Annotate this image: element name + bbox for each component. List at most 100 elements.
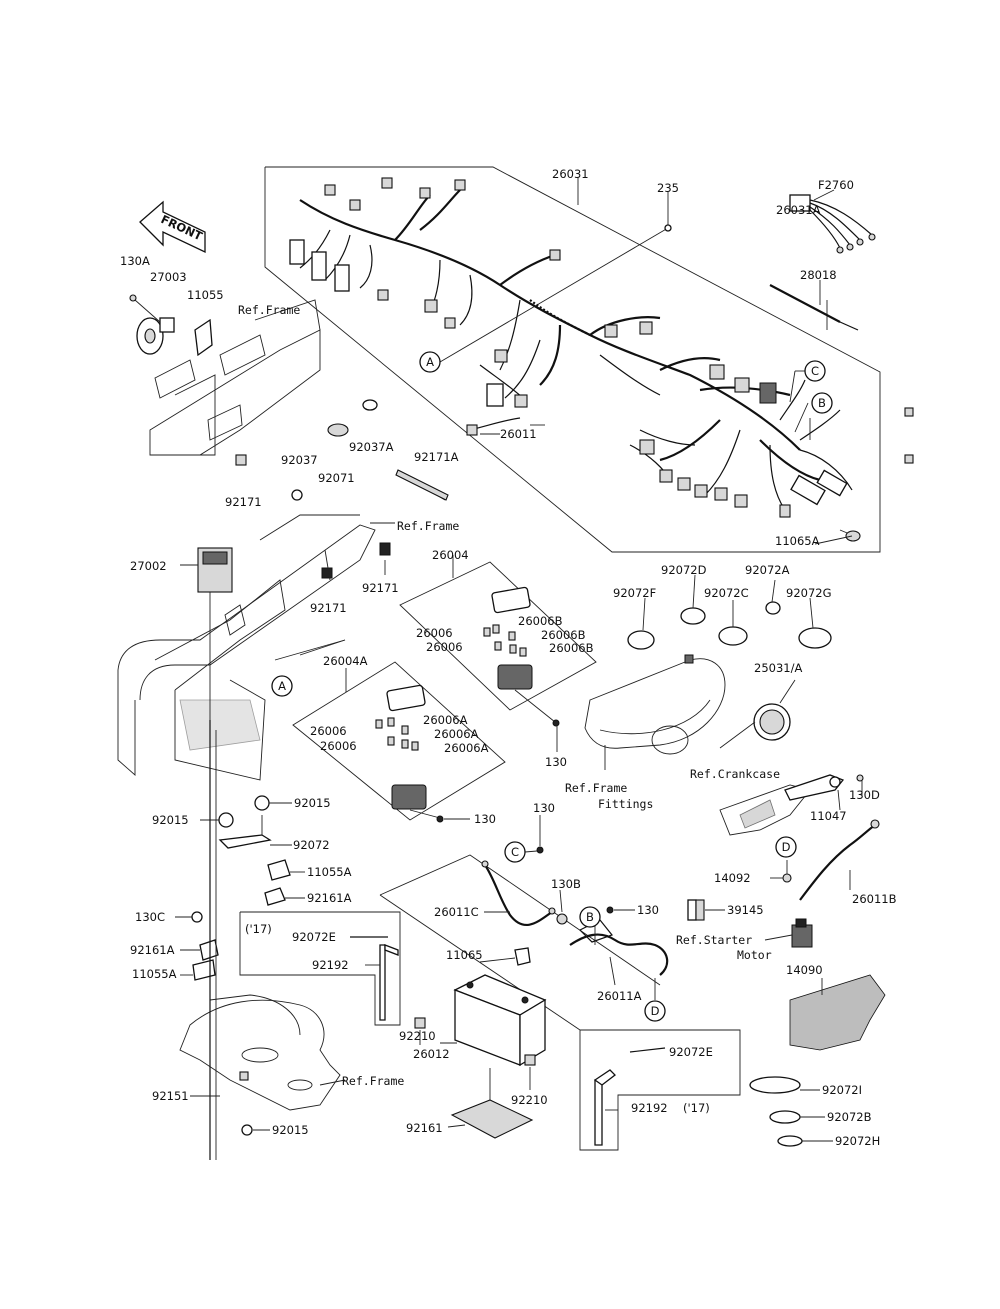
part-label: 26006B xyxy=(549,641,594,655)
callout-label: C xyxy=(811,364,819,378)
callout-C-circle xyxy=(804,360,826,382)
front-arrow-icon: FRONT xyxy=(139,200,206,254)
part-label: 92161 xyxy=(406,1121,443,1135)
callout-B-circle xyxy=(579,906,601,928)
part-label: 92037A xyxy=(349,440,394,454)
nut-icon xyxy=(218,812,234,828)
part-label: 92015 xyxy=(272,1123,309,1137)
part-label: 92171 xyxy=(310,601,347,615)
part-label: 26011A xyxy=(597,989,642,1003)
frame-lower-bracket xyxy=(175,720,346,1160)
starter-relay-area xyxy=(687,819,886,1051)
part-label: 130A xyxy=(120,254,150,268)
part-label: 11055A xyxy=(132,967,177,981)
part-label: 92161A xyxy=(130,943,175,957)
part-label: 235 xyxy=(657,181,679,195)
ref-label: Ref.Starter xyxy=(676,933,752,947)
part-label: 26011C xyxy=(434,905,479,919)
main-wiring-harness xyxy=(289,177,914,542)
note-label: ('17) xyxy=(683,1101,710,1115)
part-label: 14092 xyxy=(714,871,751,885)
part-label: 92037 xyxy=(281,453,318,467)
part-label: 92072E xyxy=(292,930,336,944)
part-label: 92171A xyxy=(414,450,459,464)
ref-label: Motor xyxy=(737,948,772,962)
part-label: 26031 xyxy=(552,167,589,181)
part-label: 28018 xyxy=(800,268,837,282)
callout-label: A xyxy=(426,355,434,369)
bands-group xyxy=(749,1076,833,1147)
part-label: 92072B xyxy=(827,1110,872,1124)
main-harness-frame xyxy=(264,166,881,553)
part-label: 26011B xyxy=(852,892,897,906)
ref-label: Ref.Frame xyxy=(397,519,459,533)
part-label: 11065 xyxy=(446,948,483,962)
part-label: 92072 xyxy=(293,838,330,852)
clamp-icon xyxy=(291,489,303,501)
part-label: 92072H xyxy=(835,1134,880,1148)
callout-A-circle xyxy=(419,351,441,373)
note-label: ('17) xyxy=(245,922,272,936)
part-label: 26006A xyxy=(434,727,479,741)
part-label: 92161A xyxy=(307,891,352,905)
part-label: 26031A xyxy=(776,203,821,217)
part-label: 92151 xyxy=(152,1089,189,1103)
ref-label: Ref.Frame xyxy=(565,781,627,795)
sub-harness-26031A xyxy=(789,189,876,254)
callout-D-circle xyxy=(644,1000,666,1022)
part-label: 26006A xyxy=(444,741,489,755)
part-label: 92192 xyxy=(312,958,349,972)
grommet-icon xyxy=(327,423,349,437)
part-label: 26012 xyxy=(413,1047,450,1061)
part-label: 92210 xyxy=(399,1029,436,1043)
callout-label: D xyxy=(782,840,791,854)
part-label: 11065A xyxy=(775,534,820,548)
callout-label: B xyxy=(586,910,594,924)
part-label: 92072D xyxy=(661,563,707,577)
ref-label: Fittings xyxy=(598,797,653,811)
part-label: 11055A xyxy=(307,865,352,879)
part-label: 27002 xyxy=(130,559,167,573)
crankcase-area xyxy=(719,774,864,836)
part-label: 26006 xyxy=(310,724,347,738)
connector-icon xyxy=(289,239,305,265)
part-label: 130D xyxy=(849,788,880,802)
part-label: 130 xyxy=(533,801,555,815)
frame-fittings-cover xyxy=(584,654,796,770)
part-label: 26004A xyxy=(323,654,368,668)
part-label: F2760 xyxy=(818,178,854,192)
part-label: 26006B xyxy=(541,628,586,642)
callout-B-circle xyxy=(811,392,833,414)
part-label: 92072I xyxy=(822,1083,862,1097)
clamps-group xyxy=(627,574,832,650)
variant-17-box-left xyxy=(239,911,401,1026)
callout-A-circle xyxy=(271,675,293,697)
part-label: 11055 xyxy=(187,288,224,302)
part-label: 27003 xyxy=(150,270,187,284)
part-label: 92015 xyxy=(294,796,331,810)
variant-17-box-right xyxy=(579,1029,741,1151)
part-label: 26006B xyxy=(518,614,563,628)
part-label: 92171 xyxy=(225,495,262,509)
part-label: 11047 xyxy=(810,809,847,823)
starter-relay-icon xyxy=(791,924,813,948)
ref-label: Ref.Frame xyxy=(342,1074,404,1088)
part-label: 130B xyxy=(551,877,581,891)
part-label: 92072C xyxy=(704,586,749,600)
fusebox-26004A-group xyxy=(292,661,506,823)
ref-label: Ref.Crankcase xyxy=(690,767,780,781)
callout-label: D xyxy=(651,1004,660,1018)
part-label: 130 xyxy=(545,755,567,769)
ref-label: Ref.Frame xyxy=(238,303,300,317)
fuse-box-icon xyxy=(497,664,533,690)
part-label: 92210 xyxy=(511,1093,548,1107)
part-label: 14090 xyxy=(786,963,823,977)
part-label: 26011 xyxy=(500,427,537,441)
part-label: 92072F xyxy=(613,586,656,600)
part-label: 130 xyxy=(474,812,496,826)
part-label: 39145 xyxy=(727,903,764,917)
part-label: 26006 xyxy=(320,739,357,753)
frame-upper-left xyxy=(129,294,321,466)
callout-C-circle xyxy=(504,841,526,863)
part-label: 26006A xyxy=(423,713,468,727)
